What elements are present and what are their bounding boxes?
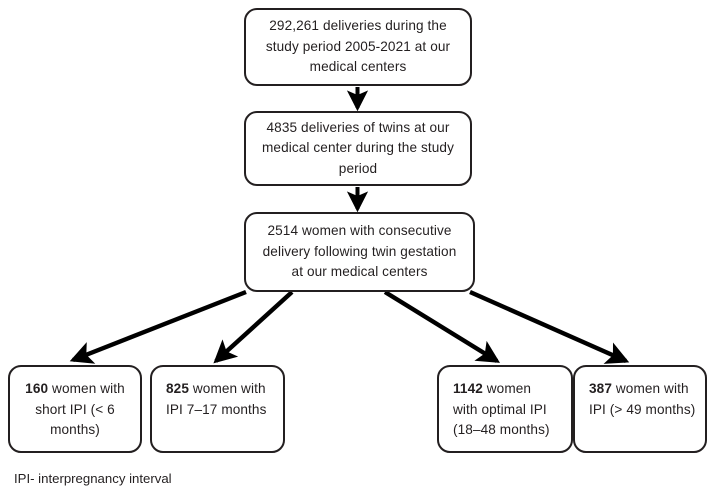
node-consecutive-delivery: 2514 women with consecutive delivery fol…: [244, 212, 475, 292]
arrow-consecutive-to-ipi-7-17: [213, 290, 294, 364]
node-line-1: 292,261 deliveries during the: [269, 18, 447, 34]
node-line-2: study period 2005-2021 at our: [265, 38, 451, 54]
arrow-consecutive-to-optimal-ipi: [383, 290, 500, 363]
node-optimal-ipi-text: 1142 women with optimal IPI (18–48 month…: [447, 379, 563, 441]
node-consecutive-delivery-text: 2514 women with consecutive delivery fol…: [254, 221, 465, 283]
node-deliveries-total: 292,261 deliveries during the study peri…: [244, 8, 472, 86]
node-twin-deliveries-text: 4835 deliveries of twins at our medical …: [254, 118, 462, 180]
node-count: 387: [589, 381, 612, 396]
node-ipi-7-17-text: 825 women with IPI 7–17 months: [160, 379, 275, 420]
node-line-2: with optimal IPI: [453, 401, 547, 417]
node-long-ipi: 387 women with IPI (> 49 months): [573, 365, 707, 453]
node-line-1-rest: women: [482, 381, 532, 396]
node-count: 1142: [453, 381, 483, 396]
node-line-1-rest: women with: [48, 381, 125, 396]
node-ipi-7-17: 825 women with IPI 7–17 months: [150, 365, 285, 453]
node-short-ipi: 160 women with short IPI (< 6 months): [8, 365, 142, 453]
node-line-2: medical center during the study: [261, 140, 454, 156]
node-twin-deliveries: 4835 deliveries of twins at our medical …: [244, 111, 472, 186]
node-line-2: IPI (> 49 months): [589, 401, 696, 417]
arrow-consecutive-to-long-ipi: [469, 289, 630, 364]
node-line-1: 2514 women with consecutive: [267, 223, 452, 239]
node-line-3: months): [50, 422, 100, 438]
node-line-2: IPI 7–17 months: [166, 401, 267, 417]
node-line-1-rest: women with: [611, 381, 689, 396]
node-optimal-ipi: 1142 women with optimal IPI (18–48 month…: [437, 365, 573, 453]
node-line-1-rest: women with: [188, 381, 266, 396]
node-line-2: short IPI (< 6: [35, 401, 115, 417]
node-long-ipi-text: 387 women with IPI (> 49 months): [583, 379, 697, 420]
node-line-2: delivery following twin gestation: [262, 243, 457, 259]
node-line-3: medical centers: [309, 59, 407, 75]
node-short-ipi-text: 160 women with short IPI (< 6 months): [18, 379, 132, 441]
node-count: 825: [166, 381, 189, 396]
node-line-3: at our medical centers: [291, 264, 428, 280]
node-line-1: 4835 deliveries of twins at our: [266, 119, 450, 135]
footnote-abbreviation: IPI- interpregnancy interval: [14, 471, 172, 486]
node-line-3: (18–48 months): [453, 422, 550, 438]
arrow-consecutive-to-short-ipi: [69, 289, 247, 364]
node-line-3: period: [338, 160, 378, 176]
node-deliveries-total-text: 292,261 deliveries during the study peri…: [254, 16, 462, 78]
node-count: 160: [25, 381, 49, 396]
